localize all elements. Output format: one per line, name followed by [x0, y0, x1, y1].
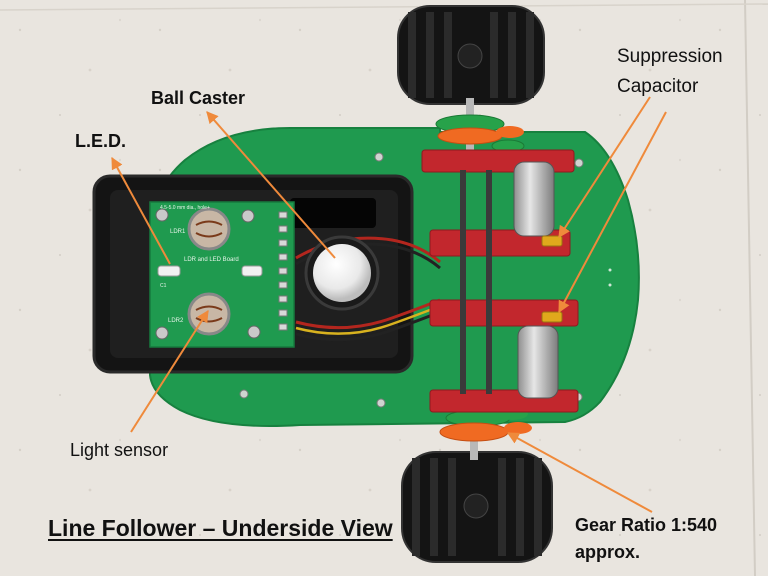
- light-sensor-ldr1: [187, 207, 231, 251]
- suppression-capacitor-bottom: [541, 311, 563, 323]
- arrow-suppression-bottom: [558, 111, 667, 314]
- label-gear-ratio-line2: approx.: [575, 542, 641, 562]
- board-screw: [241, 209, 255, 223]
- silkscreen-ldr1: LDR1: [170, 229, 186, 235]
- pcb-screw: [574, 158, 584, 168]
- wire-red: [295, 298, 441, 330]
- gear-orange-top-2: [496, 126, 524, 138]
- light-sensor-ldr2: [187, 292, 231, 336]
- pcb-via: [608, 283, 612, 287]
- motor-bracket-red: [429, 299, 579, 327]
- pcb-via: [608, 268, 612, 272]
- lower-wheel-hub: [463, 493, 489, 519]
- floor-tile-seam: [744, 0, 756, 576]
- board-screw: [155, 208, 169, 222]
- ldr1-track: [195, 220, 223, 238]
- led-right: [241, 265, 263, 277]
- board-screw: [247, 325, 261, 339]
- suppression-capacitor-top: [541, 235, 563, 247]
- gear-shafts: [460, 170, 492, 394]
- gear-orange-bottom: [439, 422, 509, 442]
- figure-title: Line Follower – Underside View: [48, 515, 393, 541]
- board-screw: [155, 326, 169, 340]
- label-gear-ratio-line1: Gear Ratio 1:540: [575, 515, 718, 535]
- wire-black: [295, 310, 441, 342]
- label-gear-ratio: Gear Ratio 1:540 approx.: [575, 512, 717, 566]
- pcb-screw: [376, 398, 386, 408]
- silkscreen-ldr2: LDR2: [168, 318, 184, 324]
- gear-orange-bottom-2: [504, 422, 532, 434]
- pcb-screw: [374, 152, 384, 162]
- board-pin-header: [278, 211, 288, 331]
- silkscreen-hole-note: 4.5-5.0 mm dia., hole+: [160, 205, 210, 211]
- lower-wheel-tread: [412, 458, 542, 556]
- enclosure-hole: [290, 198, 376, 228]
- motor-bottom: [517, 325, 559, 399]
- label-led: L.E.D.: [75, 131, 127, 151]
- label-suppression-line2: Capacitor: [617, 76, 699, 97]
- arrow-gear-ratio: [506, 432, 653, 513]
- label-light-sensor: Light sensor: [70, 440, 169, 460]
- led-left: [157, 265, 181, 277]
- floor-tile-seam: [0, 3, 768, 11]
- silkscreen-c1: C1: [160, 283, 167, 289]
- arrow-led: [111, 156, 171, 265]
- motor-top: [513, 161, 555, 237]
- wire-yellow: [295, 304, 441, 335]
- arrow-suppression-top: [558, 96, 651, 239]
- label-ball-caster: Ball Caster: [151, 88, 246, 108]
- upper-wheel-tread: [408, 12, 534, 98]
- label-suppression-line1: Suppression: [617, 46, 723, 67]
- silkscreen-board-name: LDR and LED Board: [184, 257, 239, 263]
- arrow-ball-caster: [206, 111, 336, 259]
- pcb-screw: [239, 389, 249, 399]
- arrow-light-sensor: [130, 309, 209, 433]
- gear-orange-top: [437, 127, 503, 145]
- label-suppression-capacitor: Suppression Capacitor: [617, 42, 723, 102]
- upper-wheel-hub: [457, 43, 483, 69]
- ball-caster: [313, 244, 371, 302]
